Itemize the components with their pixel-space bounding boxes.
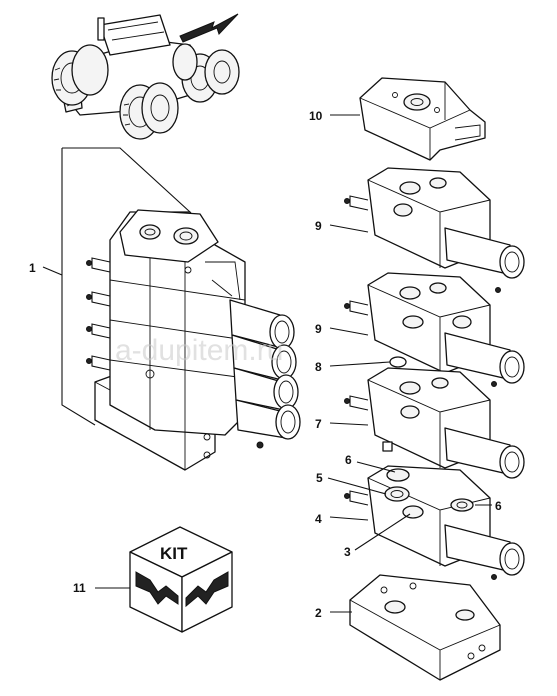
callout-6-right: 6 xyxy=(495,499,502,513)
work-section-4 xyxy=(344,465,525,580)
tractor-icon xyxy=(51,14,240,140)
kit-label: KIT xyxy=(160,544,188,563)
callout-1: 1 xyxy=(29,261,36,275)
watermark-text: a-dupitem.ru xyxy=(115,334,283,367)
callout-2: 2 xyxy=(315,606,322,620)
seal-8 xyxy=(389,356,407,368)
callout-8: 8 xyxy=(315,360,322,374)
part-10-cover xyxy=(359,77,486,161)
kit-box-icon xyxy=(129,526,233,633)
callout-4: 4 xyxy=(315,512,322,526)
valve-assembly-1 xyxy=(86,209,301,471)
callout-3: 3 xyxy=(344,545,351,559)
callout-10: 10 xyxy=(309,109,323,123)
part-2-end-plate xyxy=(349,574,501,681)
callout-9-lower: 9 xyxy=(315,322,322,336)
callout-7: 7 xyxy=(315,417,322,431)
arrow-icon xyxy=(179,13,239,43)
work-section-9-upper xyxy=(344,167,525,293)
work-section-7 xyxy=(344,367,525,479)
work-section-9-lower xyxy=(344,272,525,387)
callout-11: 11 xyxy=(73,581,86,595)
callout-5: 5 xyxy=(316,471,323,485)
callout-9-upper: 9 xyxy=(315,219,322,233)
callouts: 1 2 3 4 5 6 6 7 8 9 9 10 11 xyxy=(29,109,502,620)
callout-6-left: 6 xyxy=(345,453,352,467)
leader-lines xyxy=(42,114,492,613)
